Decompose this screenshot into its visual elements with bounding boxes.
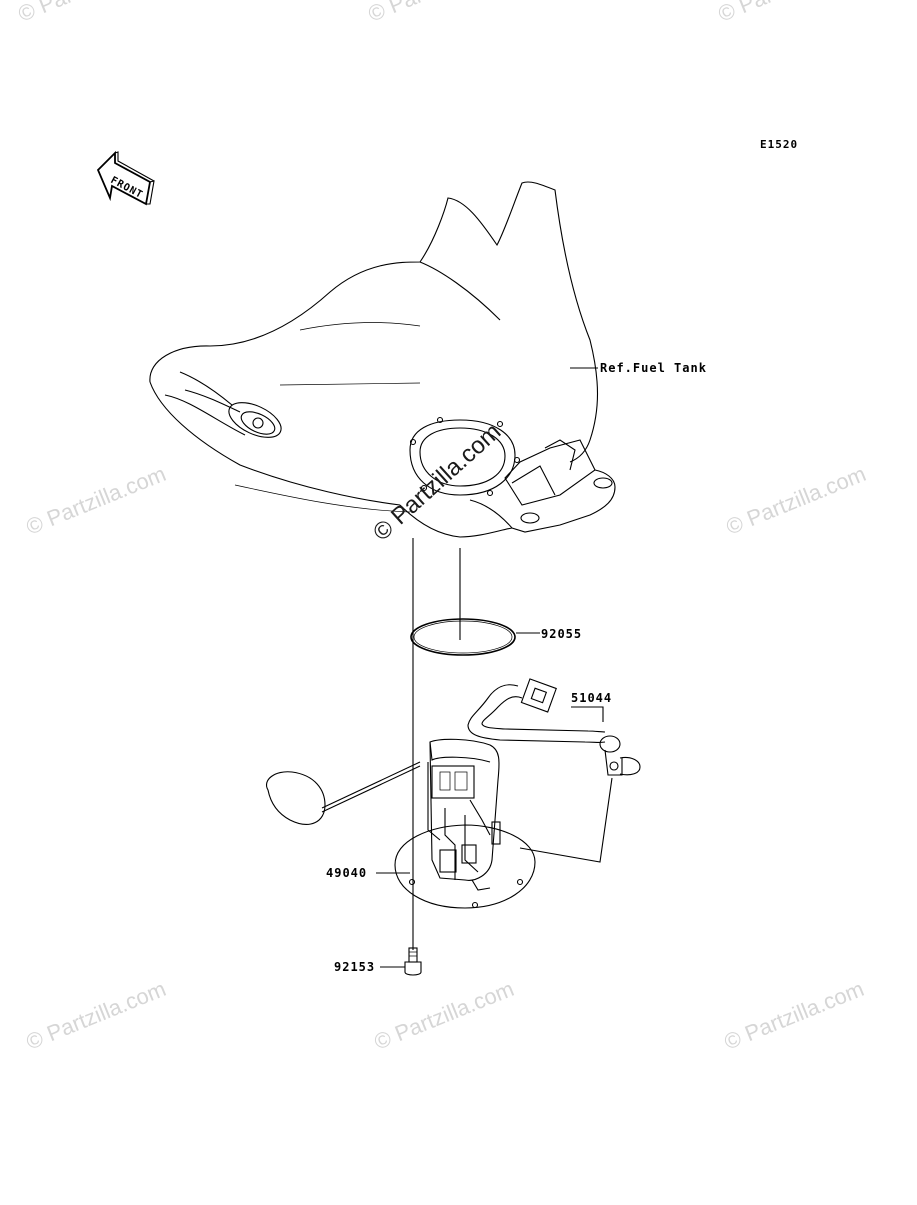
watermark: © Partzilla.com: [371, 976, 518, 1055]
float-icon: [266, 771, 326, 825]
tank-flange: [409, 416, 521, 497]
watermark: © Partzilla.com: [365, 0, 512, 27]
mounting-bracket: [469, 439, 616, 533]
front-arrow-icon: FRONT: [96, 150, 155, 206]
fuel-hose-51044: [467, 678, 641, 776]
watermark: © Partzilla.com: [23, 976, 170, 1055]
fuel-pump-49040: [266, 738, 536, 909]
label-92153: 92153: [334, 960, 375, 974]
fuel-tank-drawing: [149, 181, 616, 538]
fuel-cap-icon: [228, 402, 282, 438]
watermark: © Partzilla.com: [715, 0, 862, 27]
watermark: © Partzilla.com: [721, 976, 868, 1055]
watermark: © Partzilla.com: [723, 461, 870, 540]
bolt-92153: [404, 947, 422, 976]
diagram-code: E1520: [760, 138, 798, 151]
o-ring-92055: [410, 618, 516, 656]
watermark: © Partzilla.com: [23, 461, 170, 540]
label-92055: 92055: [541, 627, 582, 641]
label-51044: 51044: [571, 691, 612, 705]
label-ref-fuel-tank: Ref.Fuel Tank: [600, 361, 707, 375]
watermarks: © Partzilla.com © Partzilla.com © Partzi…: [15, 0, 870, 1055]
watermark: © Partzilla.com: [15, 0, 162, 27]
label-49040: 49040: [326, 866, 367, 880]
